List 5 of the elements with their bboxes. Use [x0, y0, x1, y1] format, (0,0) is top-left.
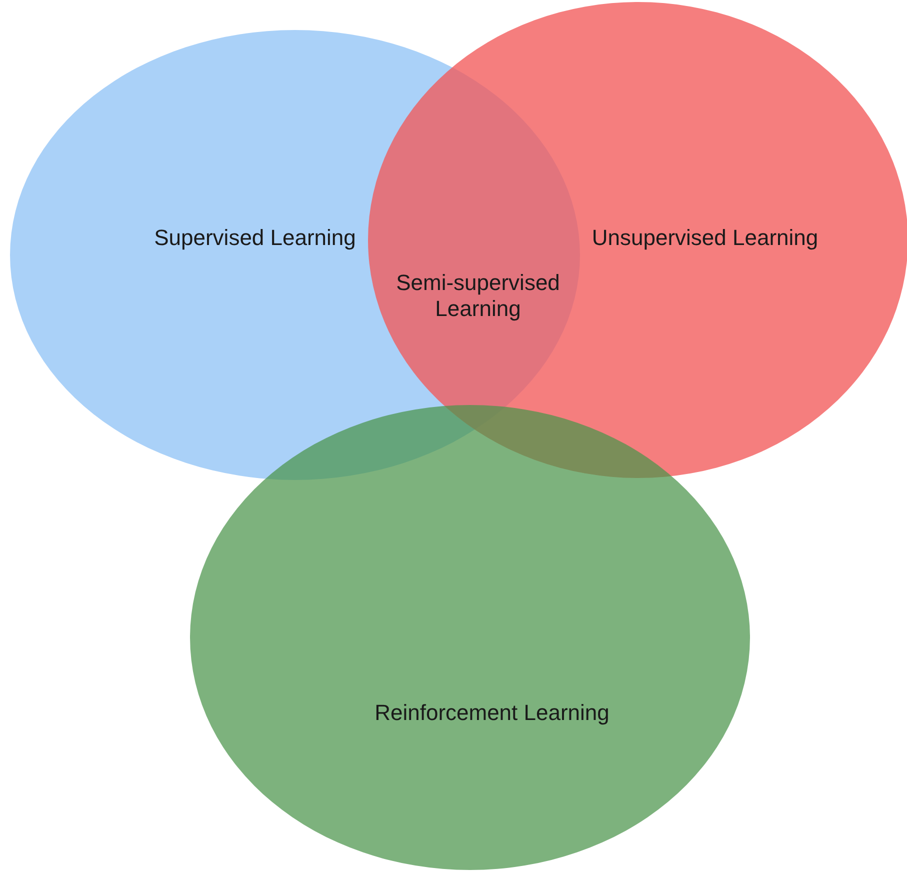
overlap-label: Semi-supervised Learning: [395, 270, 561, 322]
circle-label: Unsupervised Learning: [592, 225, 818, 251]
circle-label: Reinforcement Learning: [374, 700, 610, 726]
venn-circle: [190, 405, 750, 870]
circle-label: Supervised Learning: [154, 225, 356, 251]
